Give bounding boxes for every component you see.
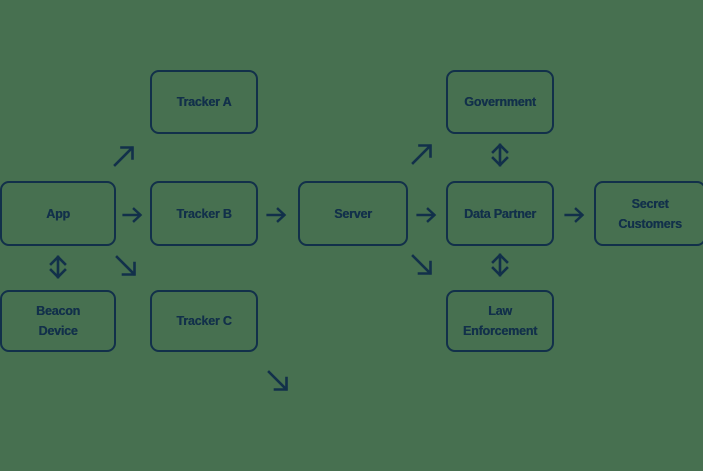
node-label-tracker-c: Tracker C [176, 314, 232, 328]
arrow-up-down-icon [484, 139, 516, 171]
node-tracker-c[interactable]: Tracker C [150, 290, 258, 352]
arrow-down-right-icon [406, 249, 438, 281]
node-app[interactable]: App [0, 181, 116, 246]
arrow-right-icon [560, 200, 590, 230]
node-label-server: Server [334, 206, 372, 221]
arrow-right-icon [262, 200, 292, 230]
arrow-up-right-icon [108, 140, 140, 172]
node-label-secret-customers: Secret Customers [618, 196, 682, 231]
node-tracker-b[interactable]: Tracker B [150, 181, 258, 246]
node-label-tracker-a: Tracker A [176, 95, 232, 109]
arrow-down-right-icon [262, 365, 294, 397]
node-law-enforcement[interactable]: Law Enforcement [446, 290, 554, 352]
arrow-up-down-icon [42, 251, 74, 283]
node-government[interactable]: Government [446, 70, 554, 134]
arrow-up-right-icon [406, 138, 438, 170]
node-data-partner[interactable]: Data Partner [446, 181, 554, 246]
node-label-app: App [46, 206, 70, 221]
node-label-law-enforcement: Law Enforcement [462, 304, 538, 338]
node-label-government: Government [464, 95, 536, 109]
arrow-right-icon [118, 200, 148, 230]
arrow-down-right-icon [110, 250, 142, 282]
node-secret-customers[interactable]: Secret Customers [594, 181, 703, 246]
node-beacon-device[interactable]: Beacon Device [0, 290, 116, 352]
node-label-beacon-device: Beacon Device [36, 304, 80, 338]
node-tracker-a[interactable]: Tracker A [150, 70, 258, 134]
node-label-tracker-b: Tracker B [176, 206, 232, 221]
arrow-right-icon [412, 200, 442, 230]
arrow-up-down-icon [484, 249, 516, 281]
node-server[interactable]: Server [298, 181, 408, 246]
node-label-data-partner: Data Partner [464, 206, 536, 221]
